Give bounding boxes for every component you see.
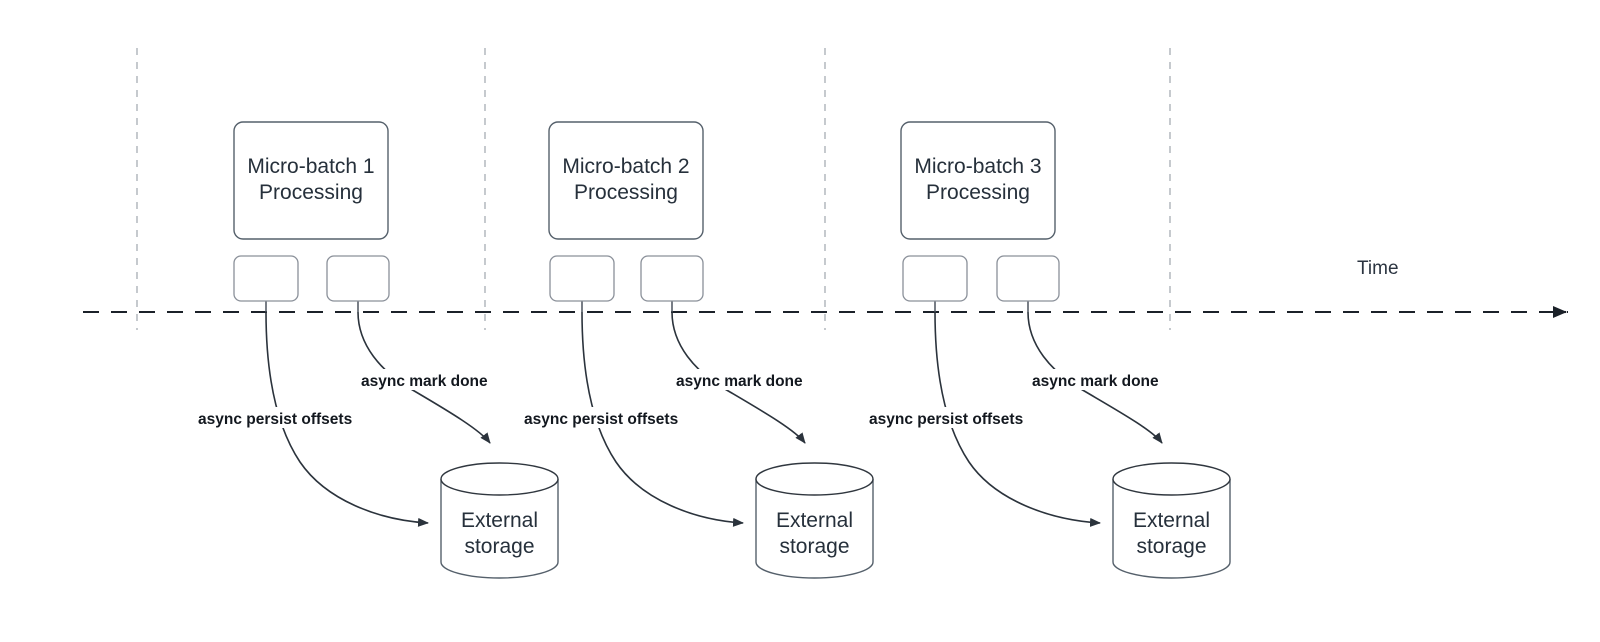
process-box-2-line1: Micro-batch 2 — [562, 155, 689, 178]
label-3-mark-done-bg — [1028, 369, 1173, 390]
process-box-2-rect[interactable] — [548, 121, 704, 240]
label-2-mark-done: async mark done — [672, 369, 817, 390]
label-1-mark-done-text: async mark done — [361, 373, 488, 390]
task-box-2-b[interactable] — [640, 255, 704, 302]
label-3-persist-offsets-bg — [865, 407, 1045, 428]
storage-cylinder-1-body[interactable] — [440, 479, 559, 579]
group-2: Micro-batch 2 Processing async mark done… — [520, 121, 874, 579]
storage-cylinder-2[interactable]: External storage — [755, 462, 874, 579]
group-3: Micro-batch 3 Processing async mark done… — [865, 121, 1231, 579]
process-box-2[interactable]: Micro-batch 2 Processing — [548, 121, 704, 240]
process-box-1-rect[interactable] — [233, 121, 389, 240]
label-1-persist-offsets-bg — [194, 407, 374, 428]
task-box-3-a[interactable] — [902, 255, 968, 302]
label-3-persist-offsets: async persist offsets — [865, 407, 1045, 428]
storage-cylinder-2-body[interactable] — [755, 479, 874, 579]
storage-cylinder-1[interactable]: External storage — [440, 462, 559, 579]
task-box-1-b[interactable] — [326, 255, 390, 302]
process-box-3-line1: Micro-batch 3 — [914, 155, 1041, 178]
flow-1-mark-done — [357, 311, 491, 444]
flow-1-persist-offsets — [265, 311, 429, 527]
label-3-persist-offsets-text: async persist offsets — [869, 411, 1023, 428]
label-2-persist-offsets-bg — [520, 407, 700, 428]
storage-cylinder-1-line2: storage — [464, 535, 534, 558]
flow-3-persist-offsets — [934, 311, 1101, 527]
flow-2-persist-offsets — [581, 311, 744, 527]
flow-2-mark-done — [671, 311, 806, 444]
storage-cylinder-2-line2: storage — [779, 535, 849, 558]
storage-cylinder-3-top — [1112, 462, 1231, 496]
storage-cylinder-3-body[interactable] — [1112, 479, 1231, 579]
storage-cylinder-2-line1: External — [776, 509, 853, 532]
storage-cylinder-2-top — [755, 462, 874, 496]
time-axis-label: Time — [1357, 258, 1399, 279]
task-box-1-a[interactable] — [233, 255, 299, 302]
process-box-2-line2: Processing — [574, 181, 678, 204]
storage-cylinder-3[interactable]: External storage — [1112, 462, 1231, 579]
label-2-mark-done-text: async mark done — [676, 373, 803, 390]
process-box-1-line1: Micro-batch 1 — [247, 155, 374, 178]
storage-cylinder-3-line1: External — [1133, 509, 1210, 532]
timeline-boundary-lines — [136, 48, 1171, 330]
task-box-3-b[interactable] — [996, 255, 1060, 302]
storage-cylinder-1-line1: External — [461, 509, 538, 532]
label-1-persist-offsets-text: async persist offsets — [198, 411, 352, 428]
label-2-mark-done-bg — [672, 369, 817, 390]
label-1-mark-done-bg — [357, 369, 502, 390]
label-3-mark-done: async mark done — [1028, 369, 1173, 390]
group-1: Micro-batch 1 Processing async mark done… — [194, 121, 559, 579]
label-2-persist-offsets: async persist offsets — [520, 407, 700, 428]
task-box-2-a[interactable] — [549, 255, 615, 302]
label-1-persist-offsets: async persist offsets — [194, 407, 374, 428]
flow-3-mark-done — [1027, 311, 1163, 444]
process-box-3[interactable]: Micro-batch 3 Processing — [900, 121, 1056, 240]
process-box-3-line2: Processing — [926, 181, 1030, 204]
process-box-1[interactable]: Micro-batch 1 Processing — [233, 121, 389, 240]
label-3-mark-done-text: async mark done — [1032, 373, 1159, 390]
label-1-mark-done: async mark done — [357, 369, 502, 390]
storage-cylinder-3-line2: storage — [1136, 535, 1206, 558]
process-box-1-line2: Processing — [259, 181, 363, 204]
storage-cylinder-1-top — [440, 462, 559, 496]
label-2-persist-offsets-text: async persist offsets — [524, 411, 678, 428]
process-box-3-rect[interactable] — [900, 121, 1056, 240]
